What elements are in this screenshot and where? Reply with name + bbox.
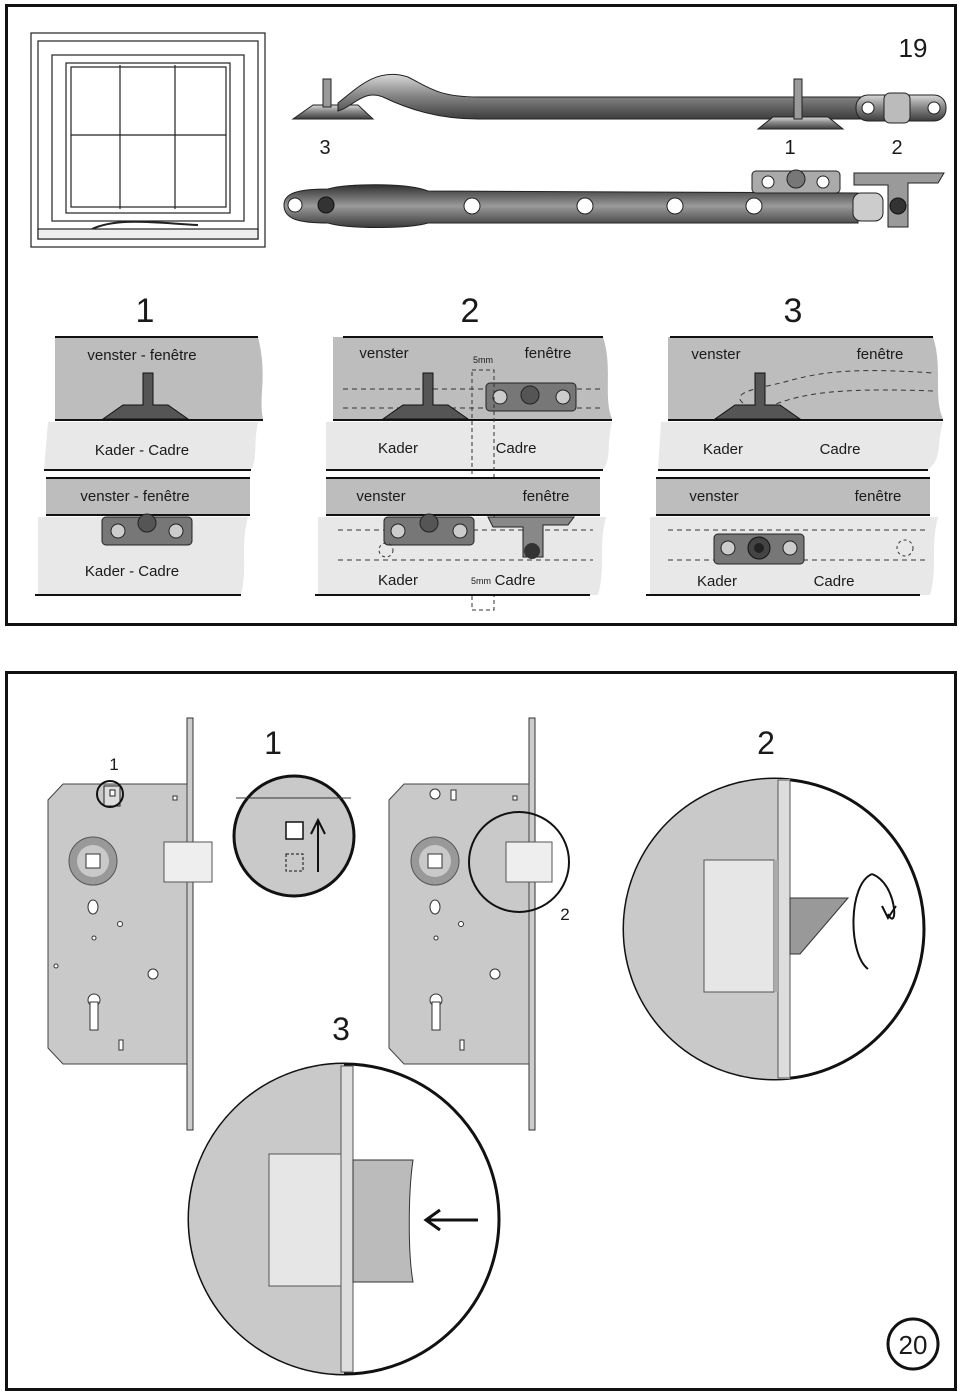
step-3-diagram (646, 336, 943, 596)
step-3-lower-top-right: fenêtre (855, 488, 902, 505)
instruction-panel-page-20: 1 1 2 2 (5, 671, 957, 1391)
step-1-upper-top-label: venster - fenêtre (87, 347, 196, 364)
step-3-upper-top-left: venster (691, 346, 740, 363)
step-2-gap-label-upper: 5mm (473, 355, 493, 365)
step-3-number: 3 (332, 1011, 350, 1047)
step-3-upper-bottom-left: Kader (703, 441, 743, 458)
step-2-number: 2 (461, 292, 480, 330)
small-callout-1: 1 (109, 755, 118, 774)
callout-3: 3 (319, 137, 330, 159)
callout-2: 2 (891, 137, 902, 159)
step-2-lower-bottom-left: Kader (378, 572, 418, 589)
step-3-magnifier (187, 1062, 501, 1376)
callout-1: 1 (784, 137, 795, 159)
step-3-lower-bottom-right: Cadre (814, 573, 855, 590)
step-1-number: 1 (264, 725, 282, 761)
step-1-lower-top-label: venster - fenêtre (80, 488, 189, 505)
step-3-lower-top-left: venster (689, 488, 738, 505)
mortise-lock-right (388, 717, 570, 1131)
step-1-upper-bottom-label: Kader - Cadre (95, 442, 189, 459)
step-2-lower-top-right: fenêtre (523, 488, 570, 505)
page-19-illustration: 19 3 1 2 (30, 32, 947, 611)
small-callout-2: 2 (560, 905, 569, 924)
step-2-lower-bottom-right: Cadre (495, 572, 536, 589)
step-1-number: 1 (136, 292, 155, 330)
step-2-upper-bottom-right: Cadre (496, 440, 537, 457)
page-number: 20 (899, 1330, 928, 1360)
step-2-upper-top-left: venster (359, 345, 408, 362)
mortise-lock-left (47, 717, 213, 1131)
casement-stay-top-view (283, 169, 945, 228)
page-20-illustration: 1 1 2 2 (47, 717, 940, 1376)
step-2-diagram (315, 336, 612, 611)
step-3-lower-bottom-left: Kader (697, 573, 737, 590)
casement-stay-side-view (291, 73, 947, 130)
step-1-diagram (35, 336, 263, 596)
window-illustration (30, 32, 266, 248)
page-number: 19 (899, 33, 928, 63)
step-2-gap-label-lower: 5mm (471, 576, 491, 586)
step-1-lower-bottom-label: Kader - Cadre (85, 563, 179, 580)
step-1-magnifier (232, 774, 356, 898)
step-3-number: 3 (784, 292, 803, 330)
step-3-upper-top-right: fenêtre (857, 346, 904, 363)
step-2-upper-top-right: fenêtre (525, 345, 572, 362)
page-number-badge (886, 1317, 940, 1371)
instruction-panel-page-19: 19 3 1 2 (5, 4, 957, 626)
step-2-number: 2 (757, 725, 775, 761)
step-2-upper-bottom-left: Kader (378, 440, 418, 457)
step-2-magnifier (622, 777, 926, 1081)
step-3-upper-bottom-right: Cadre (820, 441, 861, 458)
step-2-lower-top-left: venster (356, 488, 405, 505)
